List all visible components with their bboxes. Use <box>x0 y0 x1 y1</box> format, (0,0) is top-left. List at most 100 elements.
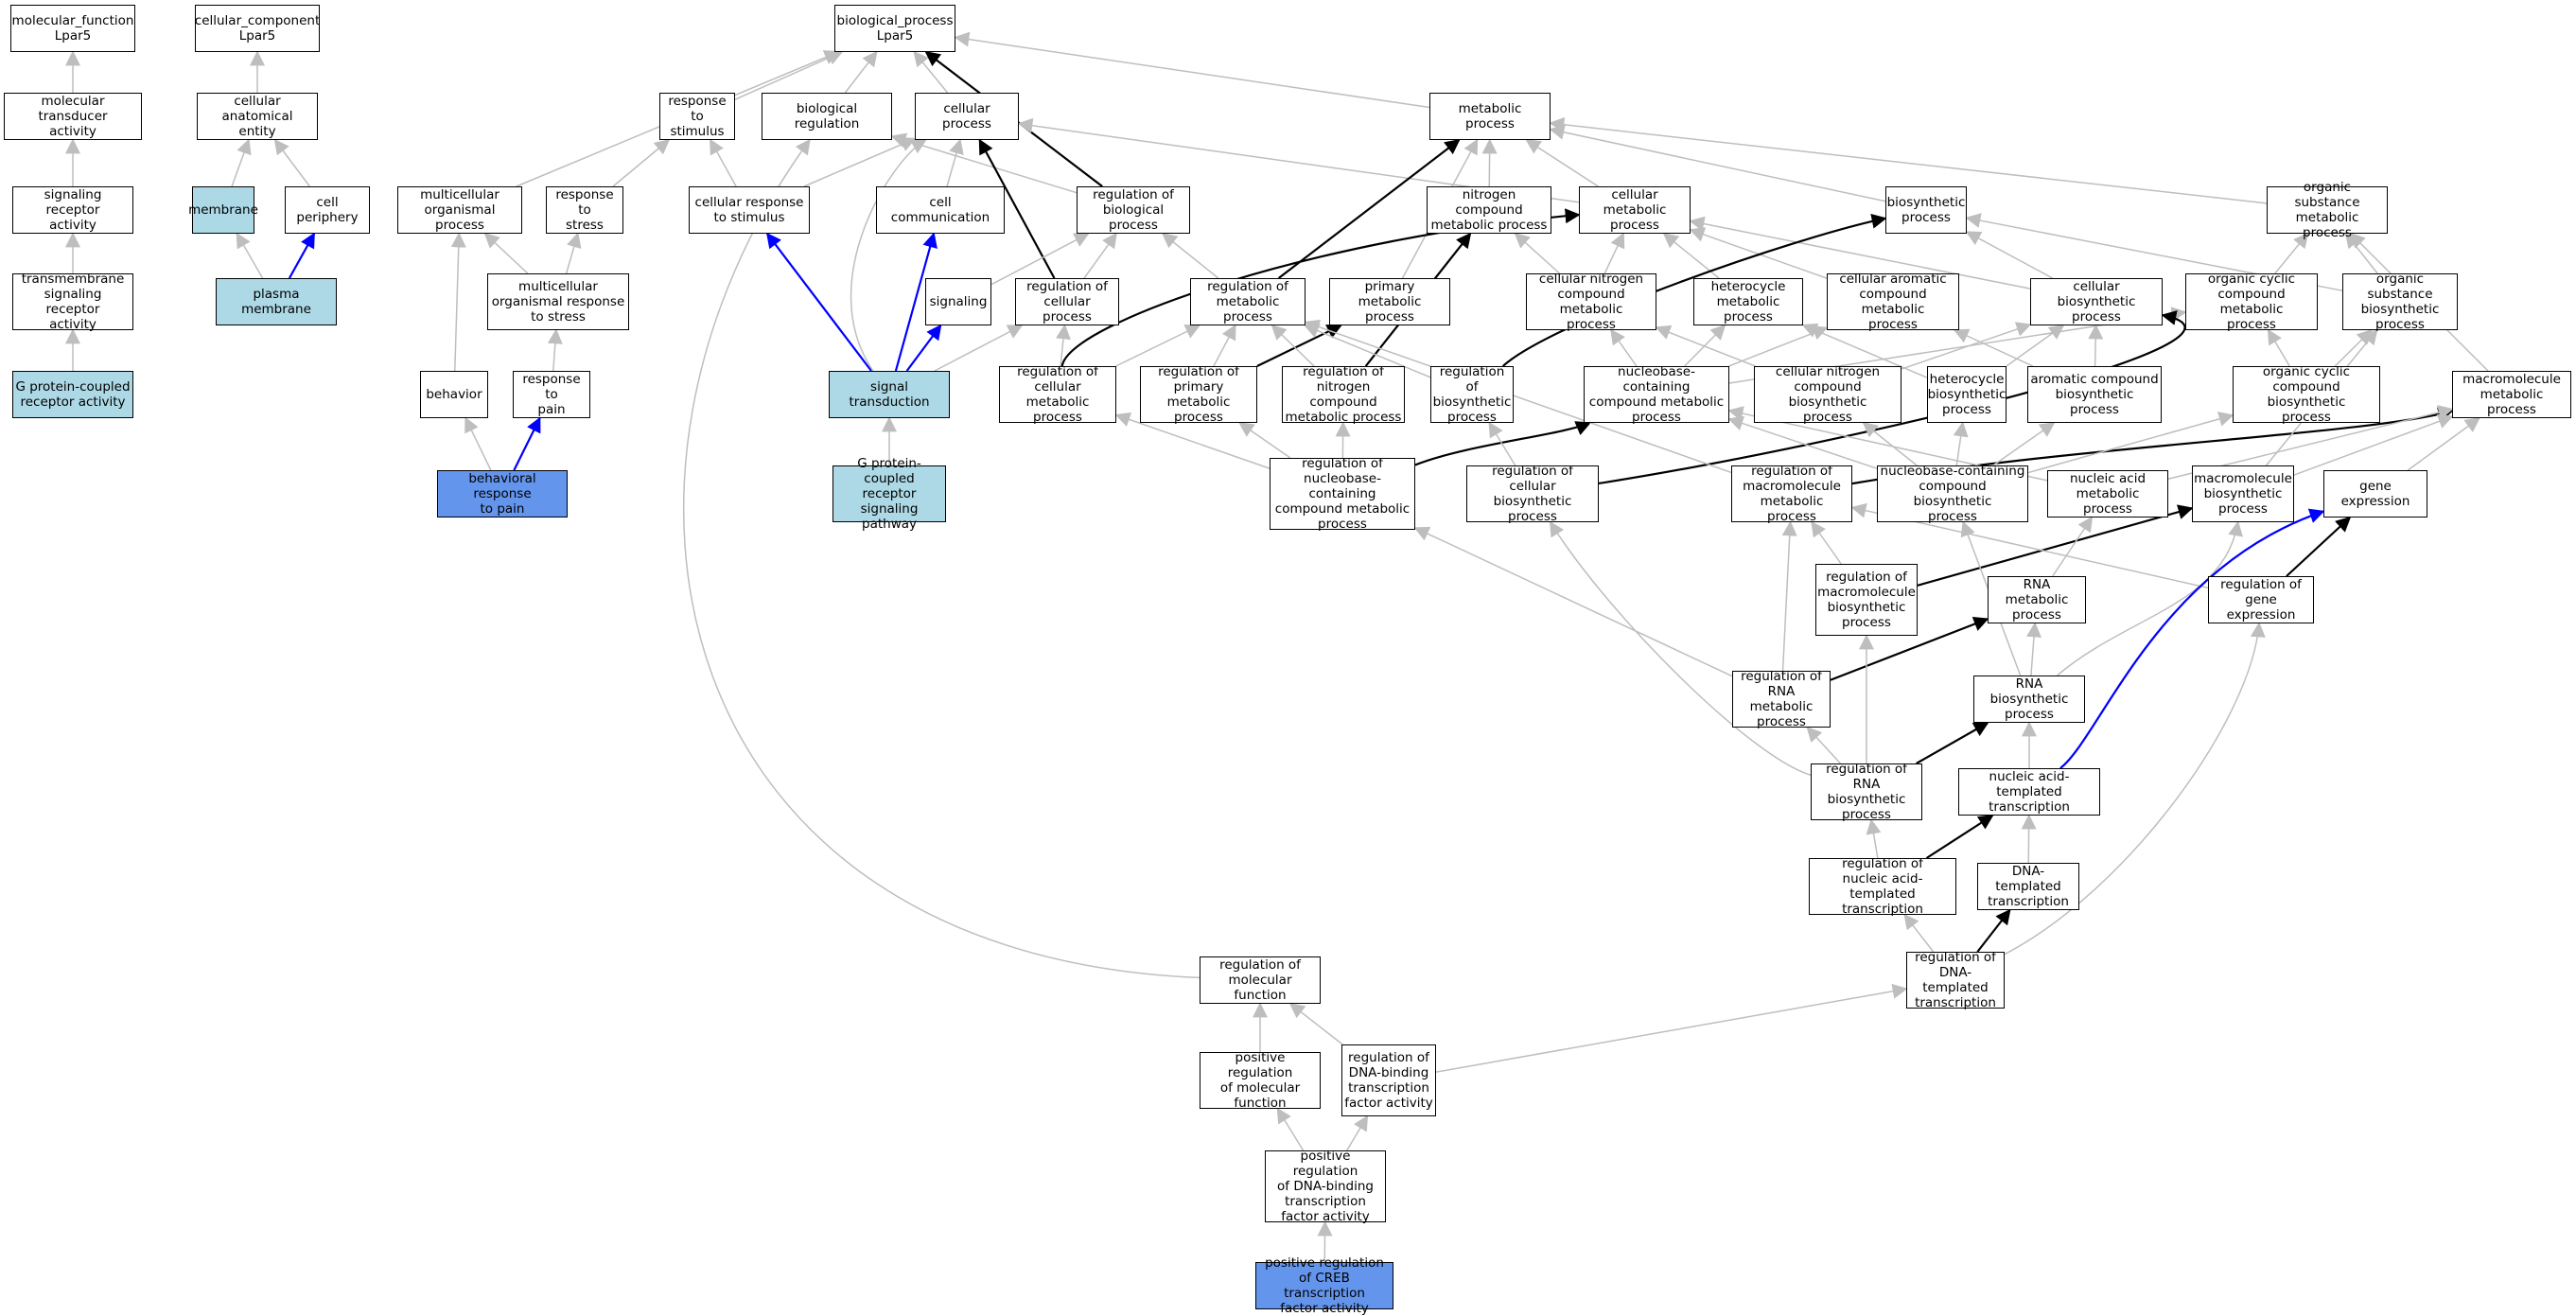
edge-rrnabp-to-rrnamp <box>1808 728 1841 763</box>
edge-rdbtfa-to-rmf <box>1290 1004 1342 1044</box>
edge-brtp-to-behavior <box>465 418 491 470</box>
go-term-node-rdbtfa: regulation of DNA-binding transcription … <box>1341 1044 1436 1116</box>
edge-membrane-to-cae <box>232 140 249 186</box>
edge-cproc-to-bp <box>914 52 947 93</box>
go-term-node-bp: biological_process Lpar5 <box>834 5 955 52</box>
edge-rtstress-to-rts <box>613 140 669 186</box>
go-term-node-prmf: positive regulation of molecular functio… <box>1200 1052 1321 1109</box>
go-term-node-bsp: biosynthetic process <box>1885 186 1967 234</box>
edge-rmf-to-breg <box>684 140 1200 977</box>
edge-acbp-to-cacmp <box>1954 330 2033 366</box>
go-term-node-mop: multicellular organismal process <box>397 186 522 234</box>
go-term-node-osmp: organic substance metabolic process <box>2267 186 2388 234</box>
edge-dtt-to-natt <box>2028 816 2029 863</box>
edge-signaling-to-rbp <box>991 234 1088 285</box>
go-term-node-prcreb: positive regulation of CREB transcriptio… <box>1255 1262 1393 1309</box>
edge-rrnabp-to-rcbp <box>1551 522 1811 775</box>
go-term-node-hbp: heterocycle biosynthetic process <box>1927 366 2006 423</box>
edge-rpmp-to-pmp <box>1257 325 1341 366</box>
go-term-node-nbcbp: nucleobase-containing compound biosynthe… <box>1877 465 2028 522</box>
edge-rtpain-to-morts <box>553 330 556 371</box>
go-term-node-cmp: cellular metabolic process <box>1579 186 1691 234</box>
go-term-node-mta: molecular transducer activity <box>4 93 142 140</box>
edge-rcmp-to-cmp <box>1062 215 1579 366</box>
go-term-node-cncbp: cellular nitrogen compound biosynthetic … <box>1754 366 1901 423</box>
go-term-node-rcbp: regulation of cellular biosynthetic proc… <box>1466 465 1599 522</box>
edge-rdtt-to-rnatt <box>1904 915 1933 952</box>
go-term-node-rtpain: response to pain <box>513 371 590 418</box>
edge-acbp-to-cbp <box>2095 325 2096 366</box>
edge-rmbp-to-rmmp <box>1812 522 1841 564</box>
go-term-node-gpcrsp: G protein-coupled receptor signaling pat… <box>832 465 946 522</box>
edge-rpmp-to-rmp <box>1214 325 1235 366</box>
edge-cncmp-to-ncmp <box>1516 234 1560 273</box>
edge-hbp-to-cbp <box>2006 325 2063 366</box>
edge-cperiph-to-cae <box>275 140 310 186</box>
go-term-node-cncmp: cellular nitrogen compound metabolic pro… <box>1526 273 1656 330</box>
edge-crts-to-rts <box>710 140 736 186</box>
edge-rnatt-to-natt <box>1927 816 1993 858</box>
go-term-node-pmem: plasma membrane <box>216 278 337 325</box>
edge-rdtt-to-dtt <box>1977 910 2009 952</box>
edge-sigtrans-to-cproc <box>851 140 926 371</box>
edge-cbp-to-bsp <box>1967 232 2053 278</box>
edge-crts-to-cproc <box>804 139 915 186</box>
go-term-node-macmp: macromolecule metabolic process <box>2452 371 2571 418</box>
edge-rmp-to-rbp <box>1163 234 1218 278</box>
go-term-node-rnabp: RNA biosynthetic process <box>1973 676 2085 723</box>
go-term-node-ncmp: nitrogen compound metabolic process <box>1427 186 1551 234</box>
go-term-node-prdbtfa: positive regulation of DNA-binding trans… <box>1265 1150 1386 1222</box>
go-term-node-crts: cellular response to stimulus <box>689 186 810 234</box>
go-term-node-breg: biological regulation <box>762 93 892 140</box>
go-term-node-nbcmp: nucleobase-containing compound metabolic… <box>1584 366 1729 423</box>
go-term-node-rrnabp: regulation of RNA biosynthetic process <box>1811 763 1922 820</box>
go-term-node-rmbp: regulation of macromolecule biosynthetic… <box>1815 564 1918 636</box>
go-term-node-signaling: signaling <box>925 278 991 325</box>
go-term-node-rpmp: regulation of primary metabolic process <box>1140 366 1257 423</box>
edge-brtp-to-rtpain <box>514 418 539 470</box>
edge-cncmp-to-cmp <box>1604 234 1623 273</box>
edge-occbp-to-osbp <box>2335 330 2371 366</box>
go-term-node-natt: nucleic acid-templated transcription <box>1958 768 2100 816</box>
go-term-node-acbp: aromatic compound biosynthetic process <box>2027 366 2162 423</box>
go-term-node-hmp: heterocycle metabolic process <box>1693 278 1803 325</box>
go-term-node-mf: molecular_function Lpar5 <box>10 5 135 52</box>
edge-nbcmp-to-cacmp <box>1729 327 1827 366</box>
go-term-node-osbp: organic substance biosynthetic process <box>2342 273 2458 330</box>
go-term-node-behavior: behavior <box>420 371 488 418</box>
edge-gexp-to-macmp <box>2408 418 2479 470</box>
go-term-node-mproc: metabolic process <box>1429 93 1551 140</box>
edge-cncbp-to-cncmp <box>1656 327 1755 366</box>
edge-rnatt-to-rrnabp <box>1871 820 1878 858</box>
go-term-node-rnatt: regulation of nucleic acid-templated tra… <box>1809 858 1956 915</box>
edge-rdbtfa-to-rdtt <box>1436 989 1906 1072</box>
go-term-node-brtp: behavioral response to pain <box>437 470 568 518</box>
edge-prdbtfa-to-prmf <box>1277 1109 1303 1150</box>
go-term-node-morts: multicellular organismal response to str… <box>487 273 629 330</box>
go-term-node-rbp: regulation of biological process <box>1077 186 1190 234</box>
edge-rnbcmp-to-rpmp <box>1239 423 1290 458</box>
go-term-node-rmf: regulation of molecular function <box>1200 956 1321 1004</box>
edge-nbcmp-to-cncmp <box>1611 330 1637 366</box>
edge-natt-to-gexp <box>2060 512 2323 768</box>
go-term-node-tsra: transmembrane signaling receptor activit… <box>12 273 133 330</box>
edge-rcp-to-rbp <box>1084 234 1116 278</box>
edge-rcmp-to-rmp <box>1116 325 1200 366</box>
edge-rrnabp-to-rnabp <box>1917 723 1988 763</box>
edge-sigtrans-to-signaling <box>907 325 941 371</box>
edge-mproc-to-bp <box>955 37 1429 107</box>
go-term-node-cc: cellular_component Lpar5 <box>195 5 320 52</box>
go-term-node-rncmp: regulation of nitrogen compound metaboli… <box>1282 366 1405 423</box>
edge-rrnamp-to-rmmp <box>1783 522 1791 671</box>
go-term-node-pmp: primary metabolic process <box>1329 278 1450 325</box>
go-term-node-mbp: macromolecule biosynthetic process <box>2192 465 2294 522</box>
edge-rncmp-to-rmp <box>1272 325 1314 366</box>
go-term-node-ccomm: cell communication <box>876 186 1005 234</box>
edge-pmem-to-cperiph <box>289 234 314 278</box>
go-term-node-rtstress: response to stress <box>546 186 623 234</box>
go-term-node-rnbcmp: regulation of nucleobase-containing comp… <box>1270 458 1415 530</box>
go-term-node-rts: response to stimulus <box>659 93 735 140</box>
go-term-node-occbp: organic cyclic compound biosynthetic pro… <box>2233 366 2380 423</box>
edge-pmem-to-membrane <box>237 234 262 278</box>
